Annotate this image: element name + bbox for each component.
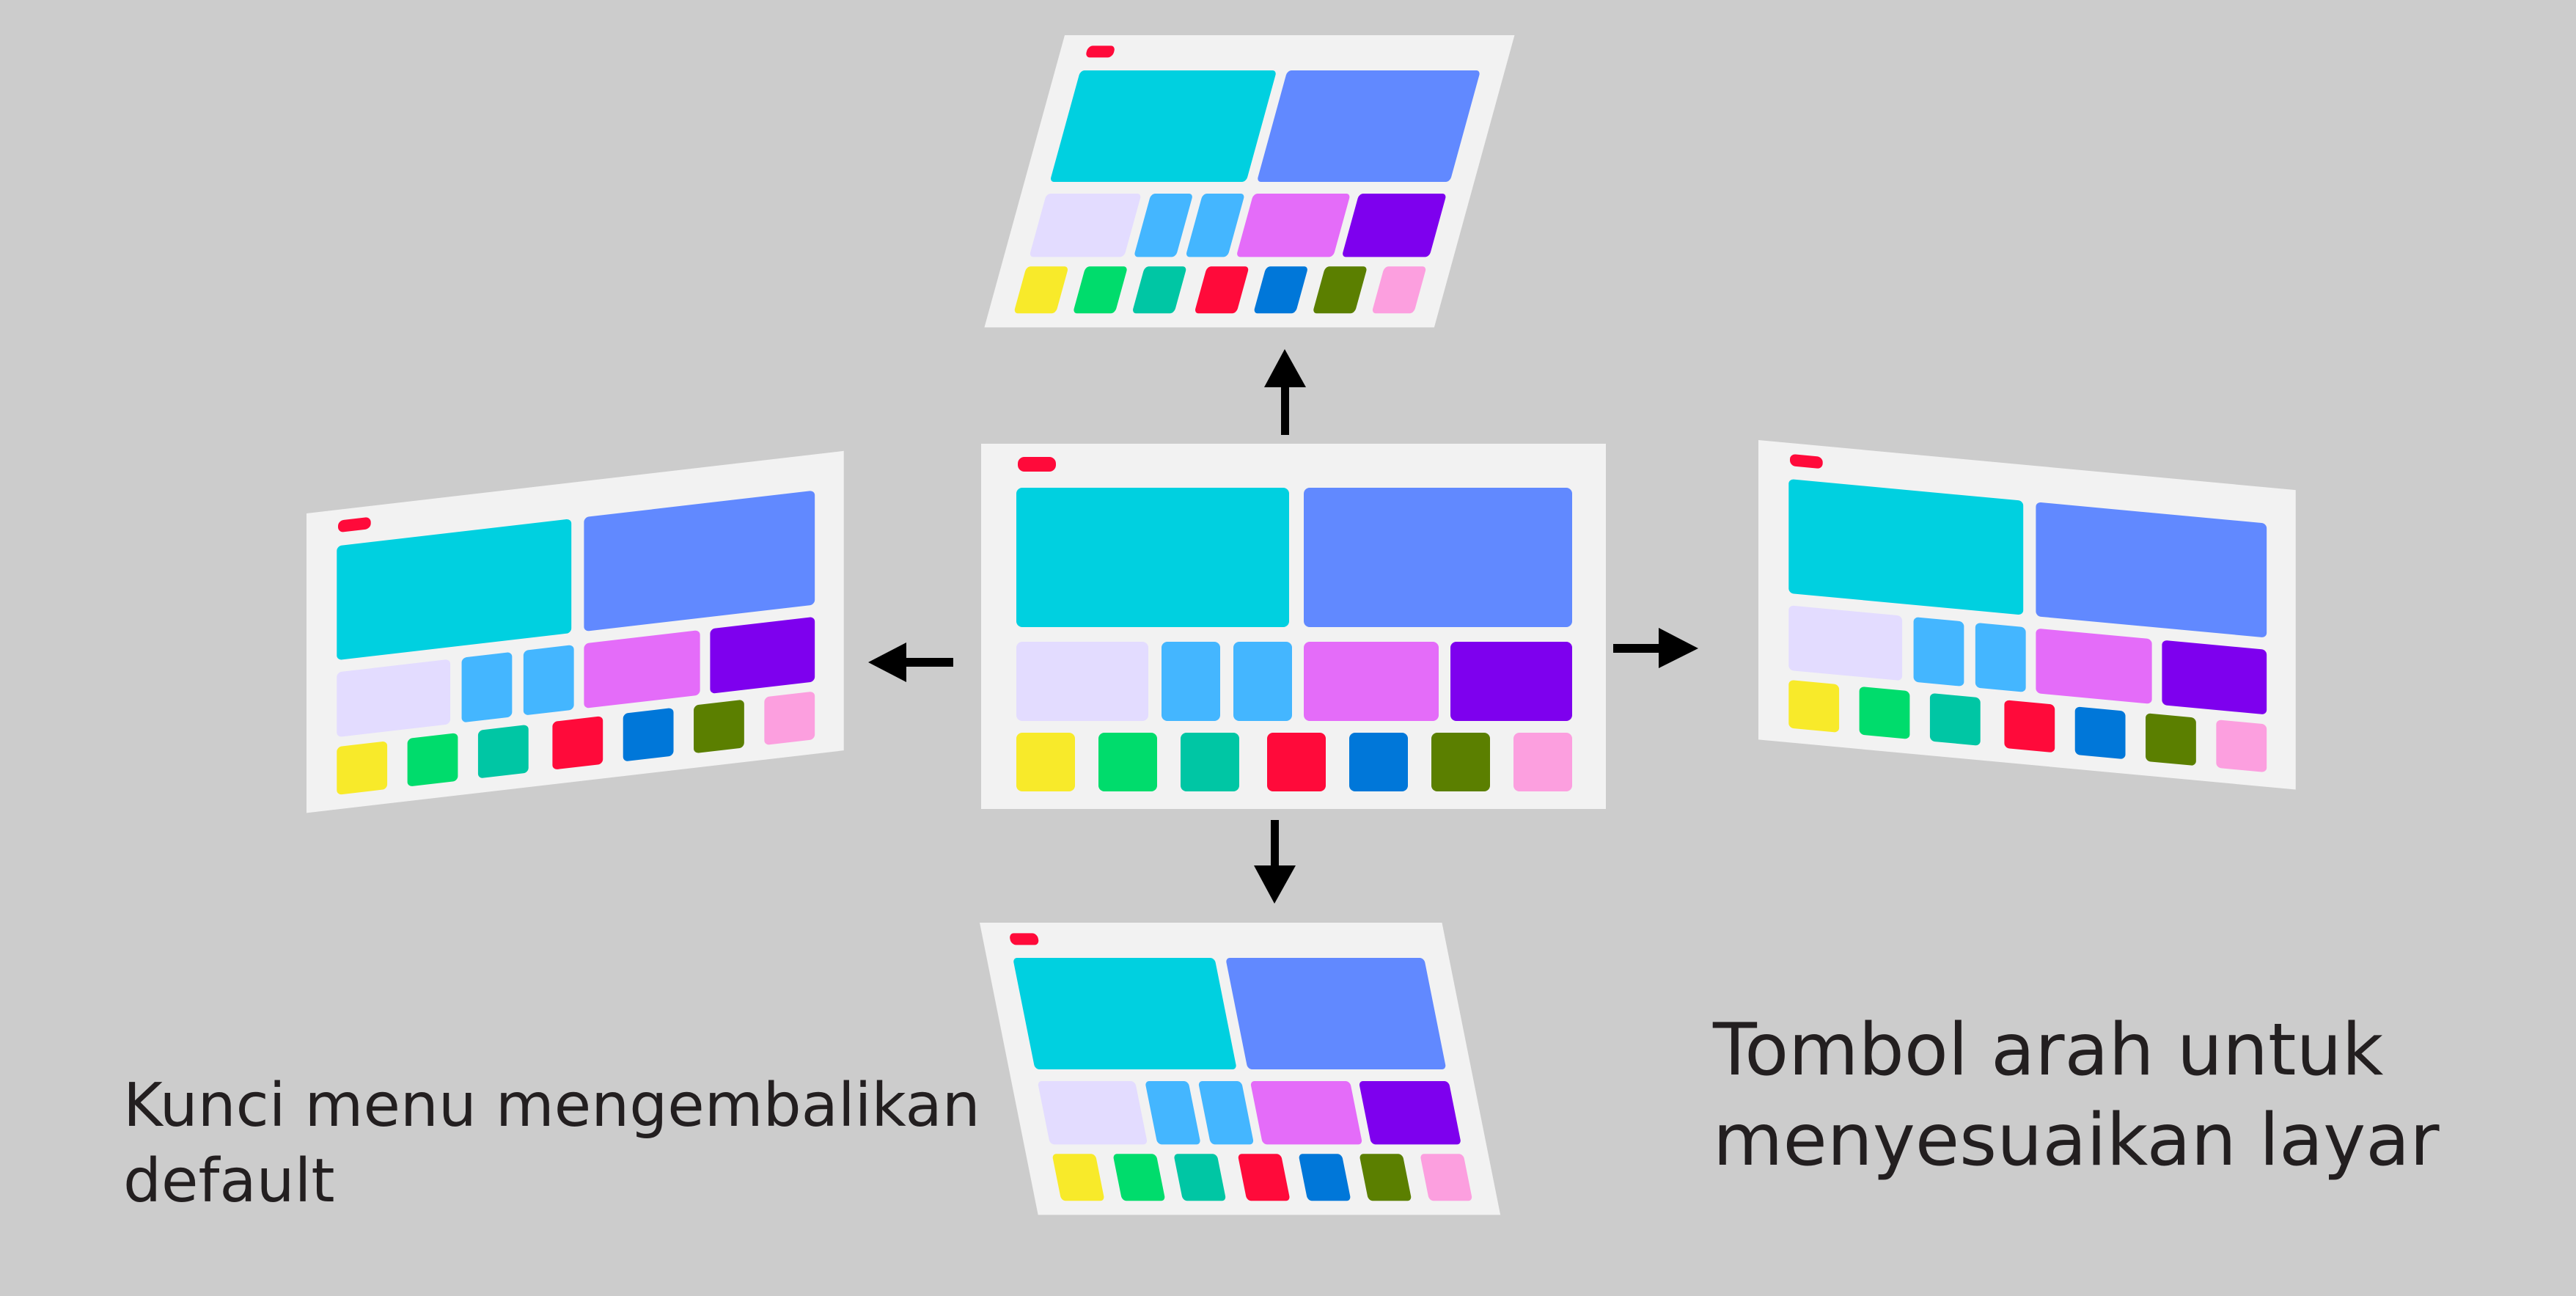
screen-shifted-up: [984, 35, 1515, 328]
arrow-left-icon: [868, 642, 953, 682]
caption-line: Kunci menu mengembalikan: [123, 1071, 980, 1141]
screen-shifted-down: [980, 923, 1501, 1215]
screen-default: [981, 444, 1606, 809]
caption-line: default: [123, 1146, 335, 1217]
screen-shifted-right: [1758, 440, 2296, 790]
caption-line: menyesuaikan layar: [1713, 1099, 2440, 1183]
caption-line: Tombol arah untuk: [1713, 1008, 2384, 1092]
arrow-down-icon: [1254, 820, 1296, 904]
arrow-up-icon: [1264, 349, 1306, 435]
screen-shifted-left: [307, 450, 844, 813]
arrow-right-icon: [1613, 628, 1698, 668]
